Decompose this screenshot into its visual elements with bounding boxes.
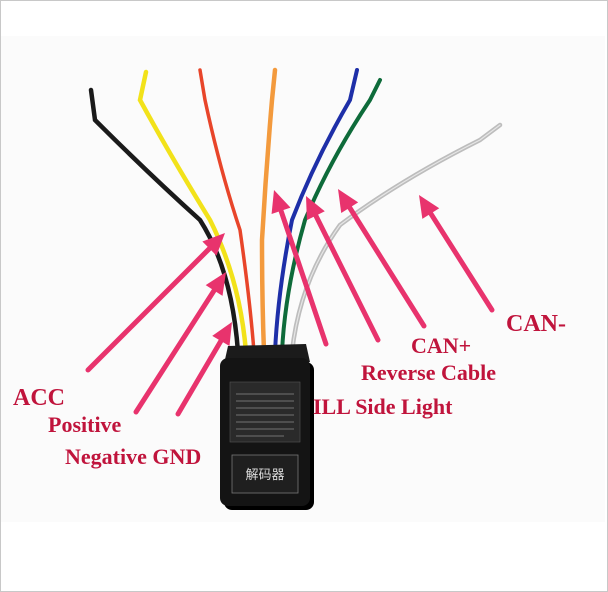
black-wire bbox=[88, 87, 241, 355]
arrow-can-minus-shaft bbox=[428, 211, 495, 313]
orange-wire bbox=[259, 67, 278, 355]
arrow-can-plus-shaft bbox=[347, 205, 427, 329]
arrow-ill-side-light bbox=[271, 190, 329, 347]
arrow-can-plus bbox=[338, 189, 427, 329]
arrow-negative-gnd-head bbox=[212, 322, 232, 347]
arrow-negative-gnd bbox=[175, 322, 232, 417]
pointer-arrows bbox=[85, 189, 495, 417]
arrow-can-plus-head bbox=[338, 189, 359, 213]
white-wire-highlight bbox=[291, 124, 501, 353]
module-label-sticker bbox=[229, 381, 301, 443]
arrow-ill-side-light-head bbox=[271, 190, 291, 215]
label-can-plus: CAN+ bbox=[411, 333, 472, 358]
label-can-minus: CAN- bbox=[506, 311, 566, 337]
arrow-positive-head bbox=[205, 272, 226, 296]
arrow-can-minus bbox=[419, 195, 495, 313]
arrow-reverse-cable bbox=[306, 196, 381, 343]
arrow-reverse-cable-head bbox=[306, 196, 325, 221]
label-ill-side-light: ILL Side Light bbox=[313, 394, 453, 419]
label-negative-gnd: Negative GND bbox=[65, 444, 202, 469]
arrow-acc bbox=[85, 233, 225, 373]
label-acc: ACC bbox=[13, 385, 65, 411]
arrow-negative-gnd-shaft bbox=[175, 338, 224, 417]
arrow-positive-shaft bbox=[133, 288, 217, 415]
module-badge bbox=[231, 454, 299, 494]
module-fine-print bbox=[236, 393, 294, 437]
arrow-ill-side-light-shaft bbox=[278, 208, 329, 347]
arrow-can-minus-head bbox=[419, 195, 440, 219]
decoder-module: 解码器 bbox=[220, 344, 314, 510]
label-positive: Positive bbox=[48, 412, 122, 437]
arrow-acc-head bbox=[202, 233, 225, 256]
arrow-reverse-cable-shaft bbox=[313, 213, 381, 343]
blue-wire bbox=[273, 68, 359, 354]
wire-bundle bbox=[88, 67, 503, 355]
arrow-positive bbox=[133, 272, 226, 415]
module-chinese-label: 解码器 bbox=[245, 468, 284, 483]
green-wire bbox=[280, 78, 382, 354]
red-wire bbox=[198, 68, 256, 354]
arrow-acc-shaft bbox=[85, 246, 212, 373]
yellow-wire bbox=[137, 69, 249, 355]
label-reverse-cable: Reverse Cable bbox=[361, 360, 497, 385]
white-wire bbox=[289, 122, 503, 355]
